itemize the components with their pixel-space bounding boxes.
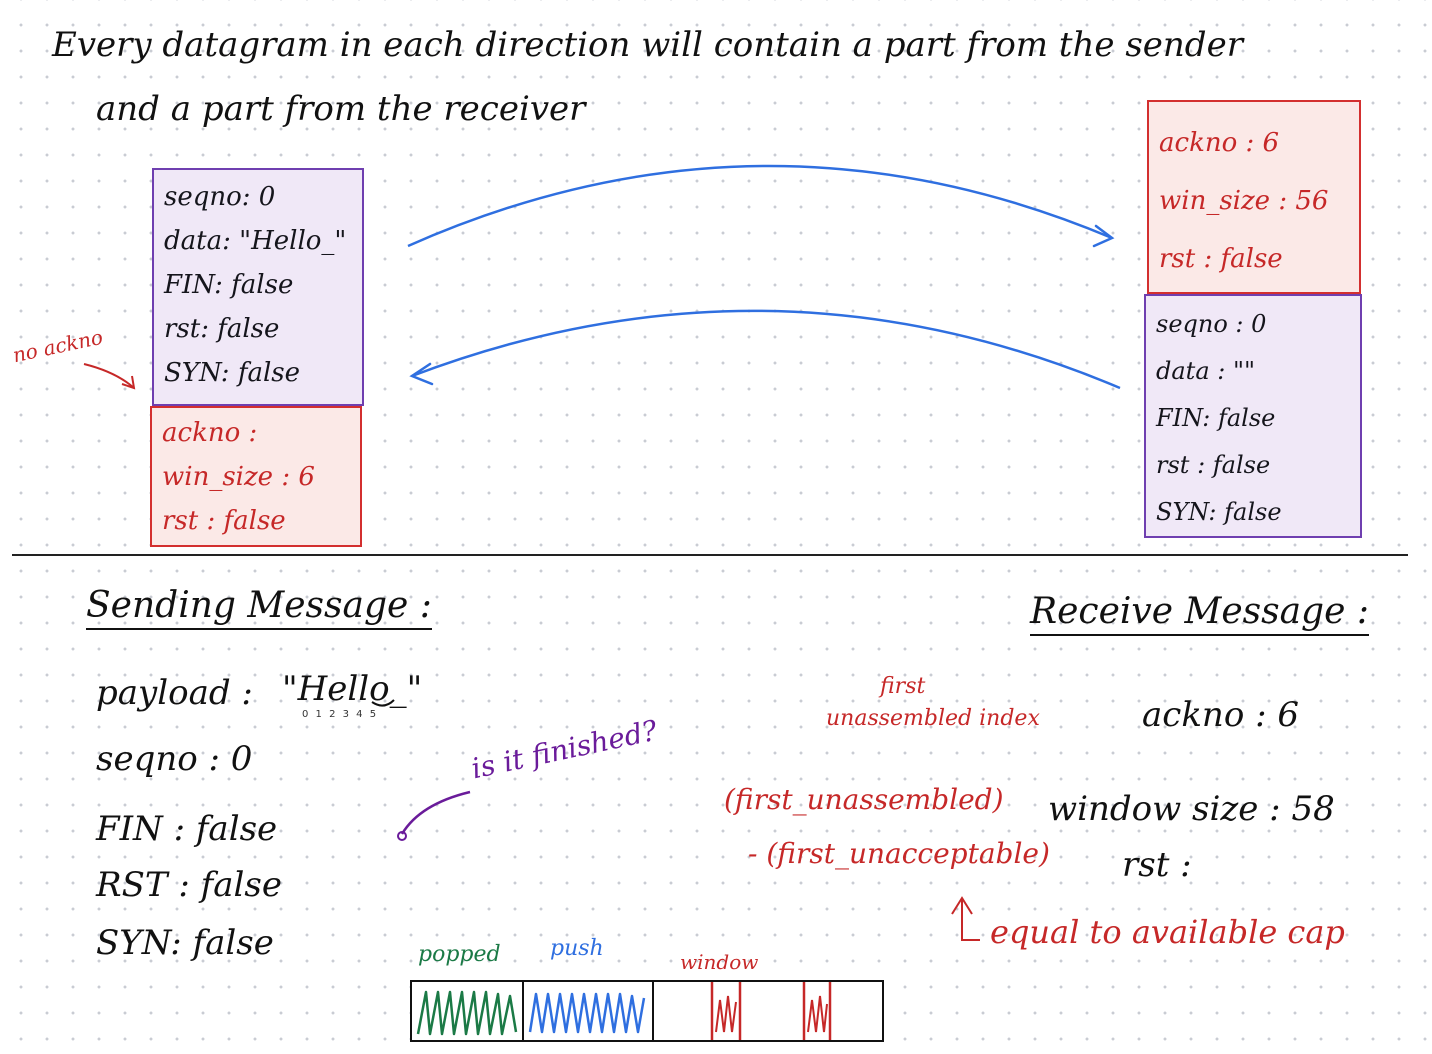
receive-title: Receive Message : <box>1030 594 1369 636</box>
arrow-to-receiver-head <box>1092 224 1115 248</box>
right-syn: SYN: false <box>1156 498 1282 526</box>
byte-stream-buffer <box>410 980 884 1042</box>
popped-label: popped <box>418 942 501 967</box>
receive-ackno: ackno : 6 <box>1142 695 1299 735</box>
right-data: data : "" <box>1156 357 1256 385</box>
no-ackno-annotation: no ackno <box>10 324 105 368</box>
first-label-1: first <box>880 674 926 699</box>
receive-rst: rst : <box>1122 845 1192 885</box>
sending-title: Sending Message : <box>86 588 432 630</box>
no-ackno-arrow-head <box>121 375 136 390</box>
payload-indices: 0 1 2 3 4 5 <box>302 709 379 720</box>
left-receiver-box: ackno : win_size : 6 rst : false <box>150 406 362 547</box>
window-label: window <box>680 950 759 974</box>
window-region <box>654 982 882 1040</box>
right-win-size: win_size : 56 <box>1159 186 1329 216</box>
right-seqno: seqno : 0 <box>1156 310 1267 338</box>
header-line-2: and a part from the receiver <box>96 89 586 129</box>
left-ackno: ackno : <box>162 418 258 448</box>
left-fin: FIN: false <box>164 270 294 300</box>
arrow-to-sender <box>411 309 1121 390</box>
first-label-2: unassembled index <box>826 706 1040 731</box>
left-win-size: win_size : 6 <box>162 462 315 492</box>
equal-note: equal to available cap <box>990 913 1345 951</box>
payload-value: "Hello_" <box>282 669 423 709</box>
right-rst-recv: rst : false <box>1159 244 1283 274</box>
right-sender-box: seqno : 0 data : "" FIN: false rst : fal… <box>1144 294 1362 538</box>
payload-label: payload : <box>96 673 253 713</box>
arrow-to-sender-head <box>409 362 434 386</box>
left-sender-box: seqno: 0 data: "Hello_" FIN: false rst: … <box>152 168 364 406</box>
receive-window-size: window size : 58 <box>1048 789 1335 829</box>
right-rst: rst : false <box>1156 451 1271 479</box>
finished-arrow <box>400 790 471 835</box>
left-rst: rst: false <box>164 314 280 344</box>
section-divider <box>12 554 1408 556</box>
sending-rst: RST : false <box>96 865 282 905</box>
sending-fin: FIN : false <box>96 809 278 849</box>
popped-region <box>412 982 524 1040</box>
right-ackno: ackno : 6 <box>1159 128 1280 158</box>
right-receiver-box: ackno : 6 win_size : 56 rst : false <box>1147 100 1361 294</box>
header-line-1: Every datagram in each direction will co… <box>52 25 1243 65</box>
sending-seqno: seqno : 0 <box>96 739 253 779</box>
left-rst-recv: rst : false <box>162 506 286 536</box>
equal-note-caret <box>951 896 973 915</box>
left-data: data: "Hello_" <box>164 226 347 256</box>
left-seqno: seqno: 0 <box>164 182 276 212</box>
push-region <box>524 982 654 1040</box>
formula-line-1: (first_unassembled) <box>724 783 1004 816</box>
right-fin: FIN: false <box>1156 404 1276 432</box>
no-ackno-arrow <box>83 363 135 389</box>
finished-arrow-dot <box>397 831 407 841</box>
arrow-to-receiver <box>407 164 1113 248</box>
equal-note-stem <box>961 898 980 941</box>
push-label: push <box>550 936 604 961</box>
finished-note: is it finished? <box>468 713 661 786</box>
left-syn: SYN: false <box>164 358 300 388</box>
formula-line-2: - (first_unacceptable) <box>748 837 1050 870</box>
sending-syn: SYN: false <box>96 923 274 963</box>
